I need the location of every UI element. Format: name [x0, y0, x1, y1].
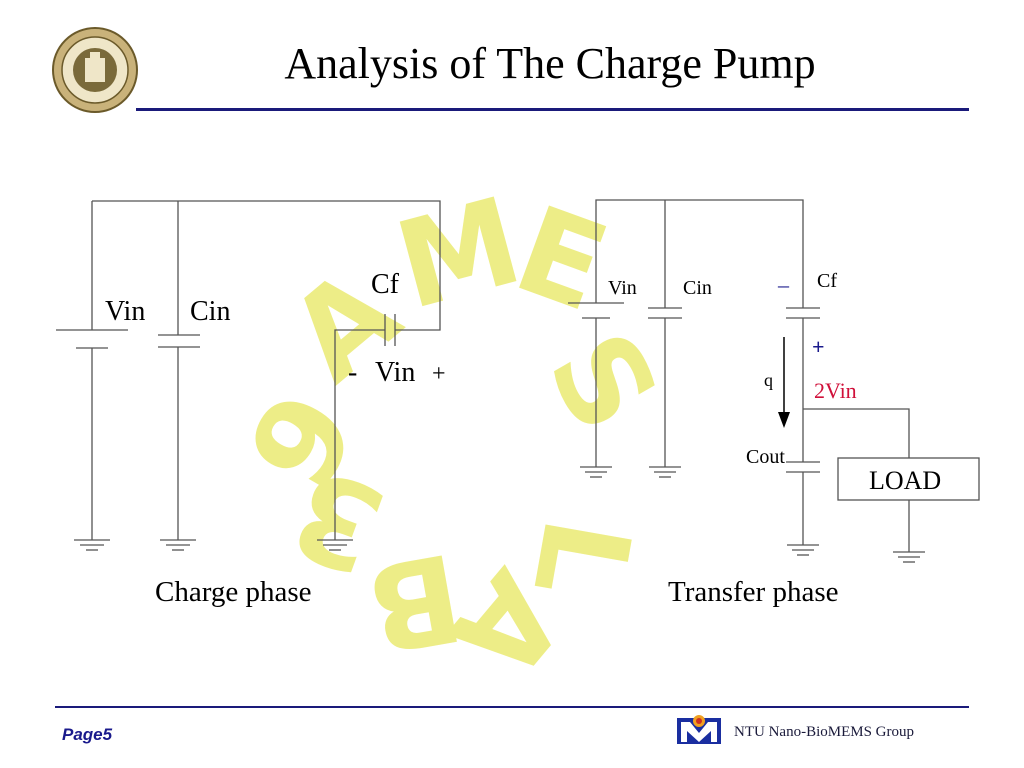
wire	[92, 200, 441, 331]
cf-minus-sign: -	[348, 357, 357, 388]
cf-voltage-label: Vin	[375, 357, 415, 388]
cin-capacitor-symbol	[158, 334, 200, 540]
output-voltage-label: 2Vin	[814, 378, 857, 403]
footer-divider	[55, 706, 969, 708]
watermark: 9 A M E S L A B 3	[223, 172, 684, 706]
cf-capacitor-symbol	[786, 307, 820, 462]
page-number: Page5	[62, 725, 113, 744]
cf-plus-sign: +	[432, 361, 446, 387]
cf-plus-sign: +	[812, 334, 825, 359]
cf-capacitor-symbol	[334, 314, 396, 540]
ground-symbol	[649, 466, 681, 478]
cout-capacitor-symbol	[786, 461, 820, 545]
ground-symbol	[893, 551, 925, 563]
cf-minus-sign: –	[777, 272, 790, 297]
charge-flow-arrow	[778, 337, 790, 428]
cin-capacitor-symbol	[648, 307, 682, 467]
page-title: Analysis of The Charge Pump	[284, 39, 816, 88]
charge-phase-circuit: Vin Cin Cf - Vin + Charge phase	[56, 200, 446, 608]
q-label: q	[764, 370, 773, 390]
vin-battery-symbol	[568, 302, 624, 467]
svg-text:S: S	[520, 310, 684, 454]
ground-symbol	[74, 539, 110, 551]
ground-symbol	[787, 544, 819, 556]
vin-label: Vin	[608, 277, 637, 299]
cf-label: Cf	[371, 269, 400, 300]
cin-label: Cin	[190, 296, 230, 327]
ntu-seal-logo	[52, 27, 138, 113]
vin-label: Vin	[105, 296, 145, 327]
ground-symbol	[317, 539, 353, 551]
vin-battery-symbol	[56, 329, 128, 540]
wire	[803, 408, 910, 458]
transfer-phase-caption: Transfer phase	[668, 576, 838, 608]
cin-label: Cin	[683, 277, 712, 299]
nano-biomems-logo	[677, 715, 721, 744]
ground-symbol	[160, 539, 196, 551]
load-label: LOAD	[869, 466, 941, 495]
cf-label: Cf	[817, 270, 837, 292]
svg-text:E: E	[499, 181, 624, 340]
charge-phase-caption: Charge phase	[155, 576, 312, 608]
svg-text:B: B	[357, 525, 471, 678]
cout-label: Cout	[746, 446, 785, 468]
transfer-phase-circuit: Vin Cin – Cf + q 2Vin Cout LOAD Transfer…	[568, 199, 980, 608]
group-name: NTU Nano-BioMEMS Group	[734, 724, 914, 740]
title-divider	[136, 108, 969, 111]
ground-symbol	[580, 466, 612, 478]
load-box	[837, 457, 980, 501]
wire	[595, 199, 804, 308]
